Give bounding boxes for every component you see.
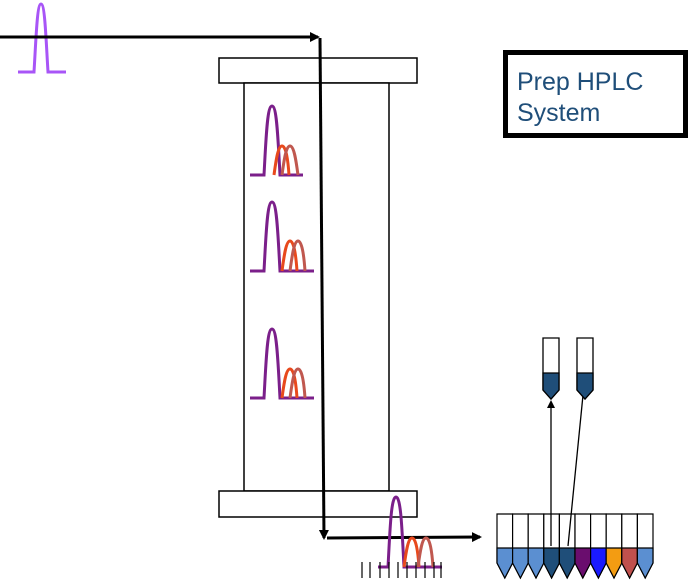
injection-peak	[18, 2, 66, 74]
collection-vial-2	[576, 337, 594, 400]
fraction-tube	[496, 513, 514, 580]
fraction-collector	[496, 513, 654, 580]
collection-vial-1	[542, 337, 560, 400]
peak-group-1	[250, 104, 303, 177]
fraction-tube	[558, 513, 576, 580]
fraction-tube	[590, 513, 607, 580]
column-flow-arrow	[318, 37, 329, 540]
peak-group-2	[250, 200, 314, 273]
peak-group-3	[250, 327, 314, 400]
column-body	[243, 82, 390, 492]
fraction-tube	[621, 513, 638, 580]
column-top-cap	[218, 57, 418, 84]
fraction-tube	[512, 513, 529, 580]
fraction-ticks	[361, 562, 442, 578]
fraction-tube	[636, 513, 654, 580]
system-title: Prep HPLC System	[517, 68, 644, 127]
eluted-peaks	[378, 495, 442, 569]
fraction-tube	[527, 513, 545, 580]
fraction-tube	[605, 513, 623, 580]
title-box: Prep HPLC System	[503, 50, 688, 138]
pool-arrow-2	[567, 383, 588, 547]
column-bottom-cap	[218, 490, 418, 518]
fraction-tube	[574, 513, 592, 580]
chromatography-column	[218, 57, 418, 518]
